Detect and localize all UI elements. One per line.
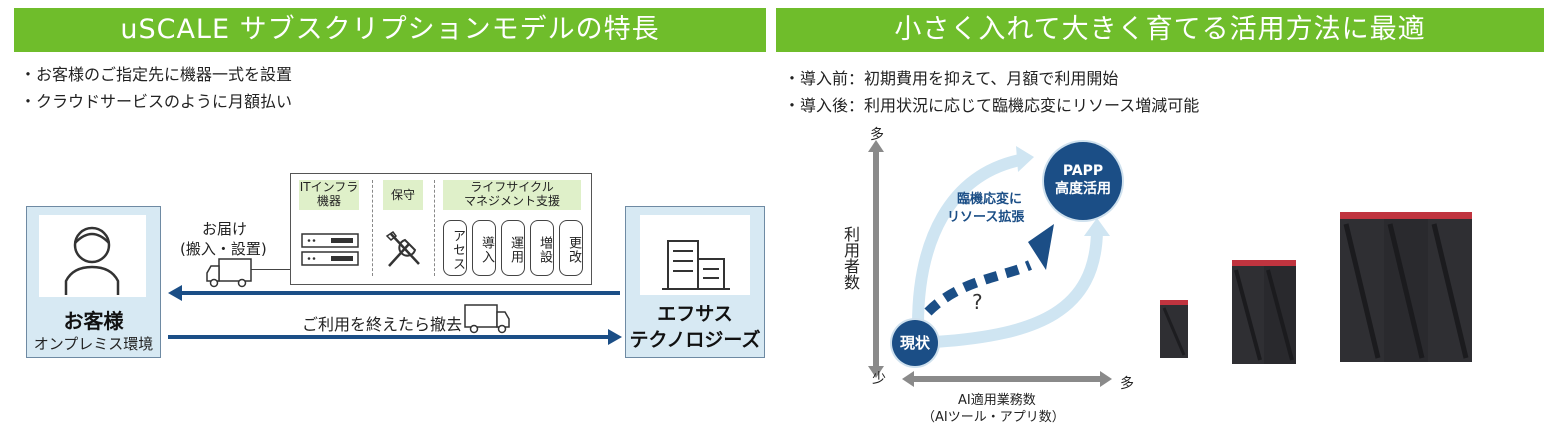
expansion-label-1: 臨機応変に xyxy=(957,192,1023,207)
divider-2 xyxy=(434,180,435,276)
header-lifecycle-line1: ライフサイクル xyxy=(470,180,554,194)
divider-1 xyxy=(372,180,373,276)
right-section-title: 小さく入れて大きく育てる活用方法に最適 xyxy=(776,8,1544,52)
large-server-icon xyxy=(1340,212,1472,362)
server-icon xyxy=(301,233,359,266)
customer-name: お客様 xyxy=(63,309,124,333)
header-it-infra-line1: ITインフラ xyxy=(299,180,359,194)
x-axis-high-label: 多 xyxy=(1120,376,1134,392)
growth-diagram xyxy=(868,140,1112,387)
x-axis-arrow xyxy=(902,371,1112,387)
current-state-label: 現状 xyxy=(899,334,930,352)
y-axis-high-label: 多 xyxy=(870,127,884,143)
provider-panel: エフサス テクノロジーズ xyxy=(625,206,765,358)
header-it-infra: ITインフラ 機器 xyxy=(299,180,359,210)
medium-server-icon xyxy=(1232,260,1296,364)
delivery-label-2: (搬入・設置) xyxy=(180,240,267,258)
delivery-label-1: お届け xyxy=(202,220,248,238)
provider-name-line2: テクノロジーズ xyxy=(629,329,761,351)
flow-arrows xyxy=(168,285,622,345)
right-bullet-1: ・導入前：初期費用を抑えて、月額で利用開始 xyxy=(784,69,1119,88)
service-bundle-box: ITインフラ 機器 保守 ライフサイクル マネジメント支援 アセス 導入 運用 … xyxy=(290,173,592,285)
x-axis-label-2: （AIツール・アプリ数） xyxy=(922,410,1065,425)
left-bullet-2: ・クラウドサービスのように月額払い xyxy=(20,92,293,111)
tile-introduction: 導入 xyxy=(472,220,496,276)
small-server-icon xyxy=(1160,300,1188,358)
question-mark: ? xyxy=(972,290,983,314)
customer-icon-area xyxy=(39,215,146,297)
target-state-line2: 高度活用 xyxy=(1055,181,1111,197)
customer-panel: お客様 オンプレミス環境 xyxy=(26,206,161,358)
building-icon xyxy=(662,240,730,290)
provider-name-line1: エフサス xyxy=(657,303,733,325)
person-icon xyxy=(64,226,120,295)
tile-operation: 運用 xyxy=(501,220,525,276)
current-state-circle: 現状 xyxy=(892,320,938,366)
growth-arrow-upper xyxy=(912,146,1034,326)
tile-expansion: 増設 xyxy=(530,220,554,276)
header-lifecycle: ライフサイクル マネジメント支援 xyxy=(443,180,581,210)
return-arrow xyxy=(168,329,622,345)
y-axis-arrow xyxy=(868,140,884,378)
x-axis-low-label: 少 xyxy=(872,371,886,387)
delivery-truck-icon xyxy=(206,258,252,288)
tile-assessment: アセス xyxy=(443,220,467,276)
left-section-title: uSCALE サブスクリプションモデルの特長 xyxy=(14,8,766,52)
target-state-circle: PAPP 高度活用 xyxy=(1044,142,1122,220)
expansion-label-2: リソース拡張 xyxy=(947,210,1025,225)
provider-icon-area xyxy=(640,215,750,295)
return-label: ご利用を終えたら撤去 xyxy=(302,315,463,334)
header-maintenance: 保守 xyxy=(383,180,423,210)
growth-arrow-right xyxy=(934,218,1110,348)
header-it-infra-line2: 機器 xyxy=(316,194,341,208)
y-axis-label: 利用者数 xyxy=(841,226,860,290)
connector-line xyxy=(250,269,290,270)
left-bullet-1: ・お客様のご指定先に機器一式を設置 xyxy=(20,65,293,84)
right-bullet-2: ・導入後：利用状況に応じて臨機応変にリソース増減可能 xyxy=(784,96,1200,115)
return-truck-icon xyxy=(464,304,510,334)
delivery-arrow xyxy=(168,285,620,301)
expansion-dotted-arrow xyxy=(924,224,1054,316)
x-axis-label-1: AI適用業務数 xyxy=(958,393,1036,408)
target-state-line1: PAPP xyxy=(1062,163,1104,179)
tools-icon xyxy=(385,230,420,267)
header-lifecycle-line2: マネジメント支援 xyxy=(463,194,560,208)
server-racks-illustration xyxy=(1160,212,1472,364)
customer-sub: オンプレミス環境 xyxy=(33,335,154,353)
tile-renewal: 更改 xyxy=(559,220,583,276)
